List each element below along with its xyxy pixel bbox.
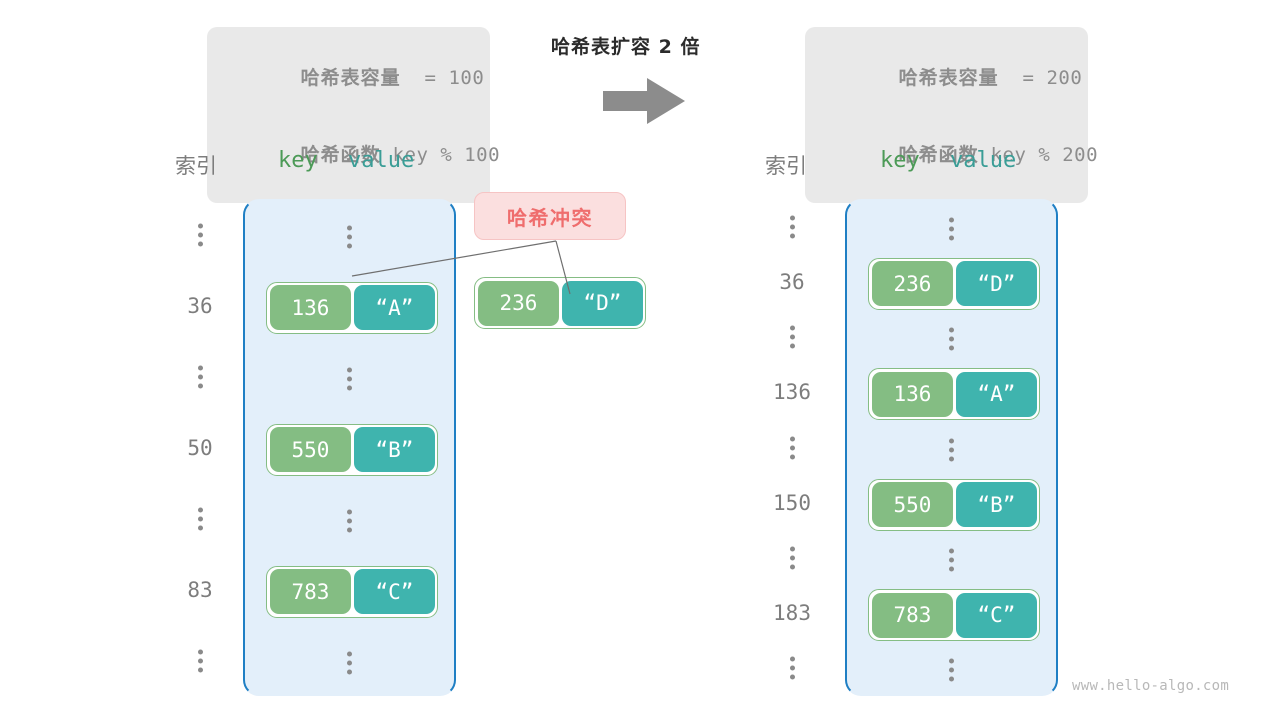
right-entry: 550“B” [868, 478, 1040, 531]
left-index-ellipsis-icon [160, 649, 240, 672]
overflow-entry-value: “D” [562, 280, 643, 326]
left-entry-key: 550 [269, 427, 352, 472]
overflow-entry: 236 “D” [474, 277, 646, 329]
left-entry-value: “B” [354, 427, 435, 472]
watermark: www.hello-algo.com [1072, 678, 1230, 694]
right-index-label: 150 [773, 490, 811, 515]
left-function-line: 哈希函数 key % 100 [229, 118, 500, 189]
left-index-ellipsis-icon [160, 507, 240, 530]
right-slot-ellipsis-icon [847, 658, 1056, 682]
right-index-ellipsis-icon [752, 546, 832, 570]
right-slot-ellipsis-icon [847, 217, 1056, 241]
left-hash-table-container: 136“A” 550“B” 783“C” [243, 199, 456, 696]
right-entry-value: “B” [956, 482, 1037, 528]
left-slot-ellipsis-icon [245, 651, 454, 674]
right-index-label: 136 [773, 380, 811, 405]
right-index-label: 36 [779, 269, 805, 294]
right-arrow-icon [603, 78, 685, 124]
left-capacity-line: 哈希表容量 = 100 [229, 41, 484, 112]
right-entry-key: 136 [871, 371, 954, 417]
left-capacity-eq: = [424, 67, 437, 89]
left-function-expr: key % 100 [392, 144, 501, 166]
right-header-key: key [880, 148, 920, 173]
right-index-column: 36 136 150 183 [752, 199, 832, 696]
right-index-ellipsis-icon [752, 656, 832, 680]
right-index-label: 183 [773, 601, 811, 626]
left-header-value: value [348, 148, 415, 173]
right-capacity-line: 哈希表容量 = 200 [827, 41, 1082, 112]
left-entry: 550“B” [266, 423, 438, 476]
right-entry-key: 236 [871, 261, 954, 307]
right-entry-value: “A” [956, 371, 1037, 417]
center-caption: 哈希表扩容 2 倍 [551, 36, 701, 58]
left-capacity-label: 哈希表容量 [300, 67, 401, 89]
left-index-ellipsis-icon [160, 365, 240, 388]
right-entry: 783“C” [868, 589, 1040, 642]
right-info-box: 哈希表容量 = 200 哈希函数 key % 200 [805, 27, 1098, 203]
left-slot-ellipsis-icon [245, 509, 454, 532]
right-entry: 136“A” [868, 368, 1040, 421]
left-entry-value: “A” [354, 285, 435, 330]
overflow-entry-key: 236 [477, 280, 560, 326]
left-index-label: 50 [187, 435, 213, 460]
left-slot-ellipsis-icon [245, 367, 454, 390]
collision-badge: 哈希冲突 [474, 192, 626, 240]
right-index-ellipsis-icon [752, 215, 832, 239]
right-header-index: 索引 [765, 154, 807, 178]
left-entry: 136“A” [266, 281, 438, 334]
right-hash-table-container: 236“D” 136“A” 550“B” 783“C” [845, 199, 1058, 696]
left-entry-value: “C” [354, 569, 435, 614]
right-entry-key: 783 [871, 592, 954, 638]
left-info-box: 哈希表容量 = 100 哈希函数 key % 100 [207, 27, 500, 203]
left-index-label: 83 [187, 577, 213, 602]
right-function-line: 哈希函数 key % 200 [827, 118, 1098, 189]
left-capacity-value: 100 [448, 67, 485, 89]
right-header-value: value [950, 148, 1017, 173]
right-entry: 236“D” [868, 257, 1040, 310]
left-entry: 783“C” [266, 565, 438, 618]
right-index-ellipsis-icon [752, 325, 832, 349]
right-function-label: 哈希函数 [898, 144, 979, 166]
left-header-key: key [278, 148, 318, 173]
left-entry-key: 136 [269, 285, 352, 330]
right-index-ellipsis-icon [752, 436, 832, 459]
left-entry-key: 783 [269, 569, 352, 614]
right-capacity-value: 200 [1046, 67, 1083, 89]
right-slot-ellipsis-icon [847, 327, 1056, 351]
right-entry-value: “C” [956, 592, 1037, 638]
left-slot-ellipsis-icon [245, 225, 454, 248]
right-capacity-label: 哈希表容量 [898, 67, 999, 89]
left-function-label: 哈希函数 [300, 144, 381, 166]
left-index-label: 36 [187, 293, 213, 318]
left-index-ellipsis-icon [160, 223, 240, 246]
right-entry-value: “D” [956, 261, 1037, 307]
right-slot-ellipsis-icon [847, 548, 1056, 572]
right-capacity-eq: = [1022, 67, 1035, 89]
left-index-column: 36 50 83 [160, 199, 240, 696]
right-slot-ellipsis-icon [847, 438, 1056, 461]
right-entry-key: 550 [871, 482, 954, 528]
right-function-expr: key % 200 [990, 144, 1099, 166]
left-header-index: 索引 [175, 154, 217, 178]
